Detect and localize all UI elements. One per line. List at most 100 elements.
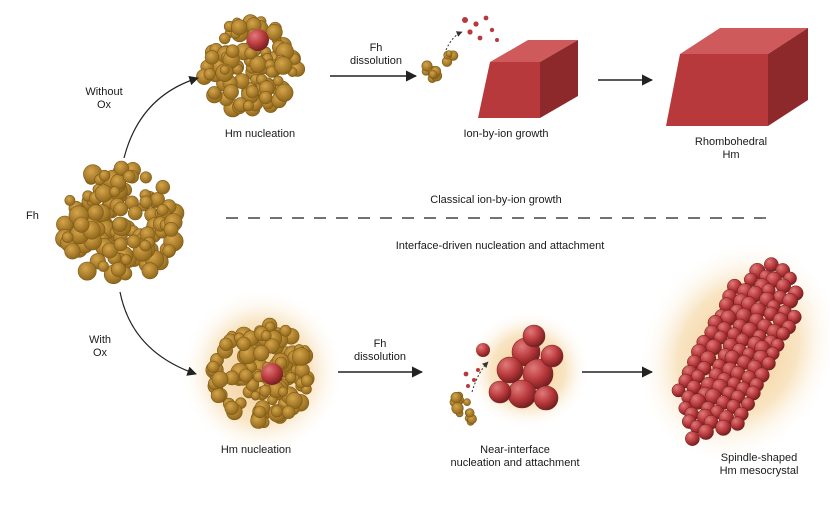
hm-mesocrystal-particle — [671, 383, 686, 398]
label-bottom-hm-nucleation: Hm nucleation — [220, 444, 292, 456]
fh-particle — [127, 205, 143, 221]
fh-particle — [300, 374, 314, 387]
label-without-ox-line2: Ox — [96, 99, 112, 111]
fh-cluster-top-nucleation — [196, 14, 306, 118]
fh-particle — [61, 231, 74, 244]
fh-particle — [219, 32, 231, 45]
fh-fragment — [428, 69, 438, 79]
fh-particle — [279, 324, 292, 337]
ion-particles-top — [462, 15, 499, 42]
fh-particle — [275, 83, 294, 102]
fh-particle — [204, 50, 220, 65]
fh-particle — [210, 388, 226, 403]
hm-nucleus-top — [247, 29, 269, 51]
label-with-ox-line2: Ox — [92, 347, 108, 359]
label-spindle-line2: Hm mesocrystal — [719, 465, 799, 477]
label-bottom-fh-dissolution-line2: dissolution — [354, 351, 406, 363]
fh-particle — [139, 195, 153, 209]
fh-particle — [64, 243, 81, 260]
fh-particle — [265, 23, 283, 41]
fh-particle — [98, 169, 111, 182]
fh-particle — [122, 170, 136, 183]
fh-particle — [207, 360, 220, 374]
hm-mesocrystal-particle — [776, 326, 791, 341]
label-bottom-fh-dissolution: Fh dissolution — [340, 338, 420, 364]
ion-arrow-top — [445, 31, 463, 51]
fh-particle — [113, 237, 128, 252]
label-ion-by-ion-growth: Ion-by-ion growth — [463, 128, 549, 140]
hm-crystal-rhombohedral — [666, 28, 808, 126]
fh-particle — [64, 194, 76, 206]
hm-nanoparticle — [540, 344, 564, 368]
fh-fragment — [463, 398, 471, 407]
fh-particle — [273, 56, 293, 75]
hm-nanoparticle — [496, 356, 524, 384]
hm-mesocrystal-particle — [697, 423, 714, 440]
fh-particle — [163, 221, 179, 237]
hm-mesocrystal-spindle — [671, 257, 804, 446]
label-fh: Fh — [26, 210, 39, 222]
fh-particle — [250, 390, 261, 401]
fh-fragments-bottom — [449, 391, 477, 426]
label-with-ox-line1: With — [89, 334, 111, 346]
hm-mesocrystal-particle — [715, 419, 732, 436]
hm-nanoparticle — [522, 324, 546, 348]
fh-particle — [162, 244, 176, 258]
label-interface-driven: Interface-driven nucleation and attachme… — [395, 240, 605, 252]
label-near-interface-line1: Near-interface — [480, 444, 550, 456]
hm-nucleus-bottom — [261, 363, 283, 385]
fh-fragment — [421, 60, 433, 72]
fh-particle — [259, 384, 272, 397]
fh-particle — [139, 239, 151, 252]
ion-particles-bottom — [463, 368, 480, 388]
fh-particle — [219, 64, 230, 75]
fh-particle — [203, 68, 216, 81]
fh-particle — [225, 44, 240, 59]
fh-particle — [253, 345, 270, 362]
fh-particle — [97, 260, 109, 272]
label-without-ox: Without Ox — [80, 86, 128, 112]
label-spindle-mesocrystal: Spindle-shaped Hm mesocrystal — [704, 452, 814, 478]
fh-particle — [236, 336, 251, 351]
fh-particle — [292, 347, 311, 366]
attaching-nanoparticle — [476, 343, 490, 357]
fh-particle — [73, 216, 90, 233]
fh-fragment — [451, 402, 464, 415]
hm-nanoparticle-cluster — [488, 324, 564, 411]
label-top-fh-dissolution-line2: dissolution — [350, 55, 402, 67]
label-rhombohedral-hm: Rhombohedral Hm — [676, 136, 786, 162]
fh-particle — [285, 372, 297, 384]
hm-mesocrystal-particle — [741, 397, 755, 411]
fh-particle — [253, 405, 266, 419]
fh-particle — [264, 321, 276, 332]
fh-particle — [113, 201, 128, 217]
fh-particle — [109, 186, 121, 197]
label-top-hm-nucleation: Hm nucleation — [224, 128, 296, 140]
fh-fragment — [445, 50, 453, 57]
label-spindle-line1: Spindle-shaped — [720, 452, 798, 464]
fh-particle — [207, 86, 221, 100]
label-rhombohedral-line2: Hm — [722, 149, 740, 161]
fh-particle — [270, 405, 283, 418]
fh-particle — [272, 75, 284, 87]
fh-particle — [281, 405, 296, 419]
fh-particle — [141, 262, 159, 280]
fh-particle — [223, 84, 239, 100]
fh-particle — [224, 400, 239, 416]
fh-particle — [156, 203, 169, 216]
fh-fragment — [450, 392, 462, 404]
fh-particle — [277, 386, 289, 397]
fh-particle — [242, 100, 254, 112]
fh-particle — [126, 234, 141, 249]
hm-mesocrystal-particle — [685, 431, 700, 446]
fh-particle — [211, 370, 229, 388]
fh-particle — [231, 19, 248, 36]
label-rhombohedral-line1: Rhombohedral — [694, 136, 768, 148]
hm-mesocrystal-particle — [761, 356, 776, 371]
fh-particle — [110, 261, 126, 277]
label-near-interface-line2: nucleation and attachment — [450, 457, 580, 469]
fh-cluster-main — [55, 160, 185, 285]
hm-nanoparticle — [488, 380, 512, 404]
